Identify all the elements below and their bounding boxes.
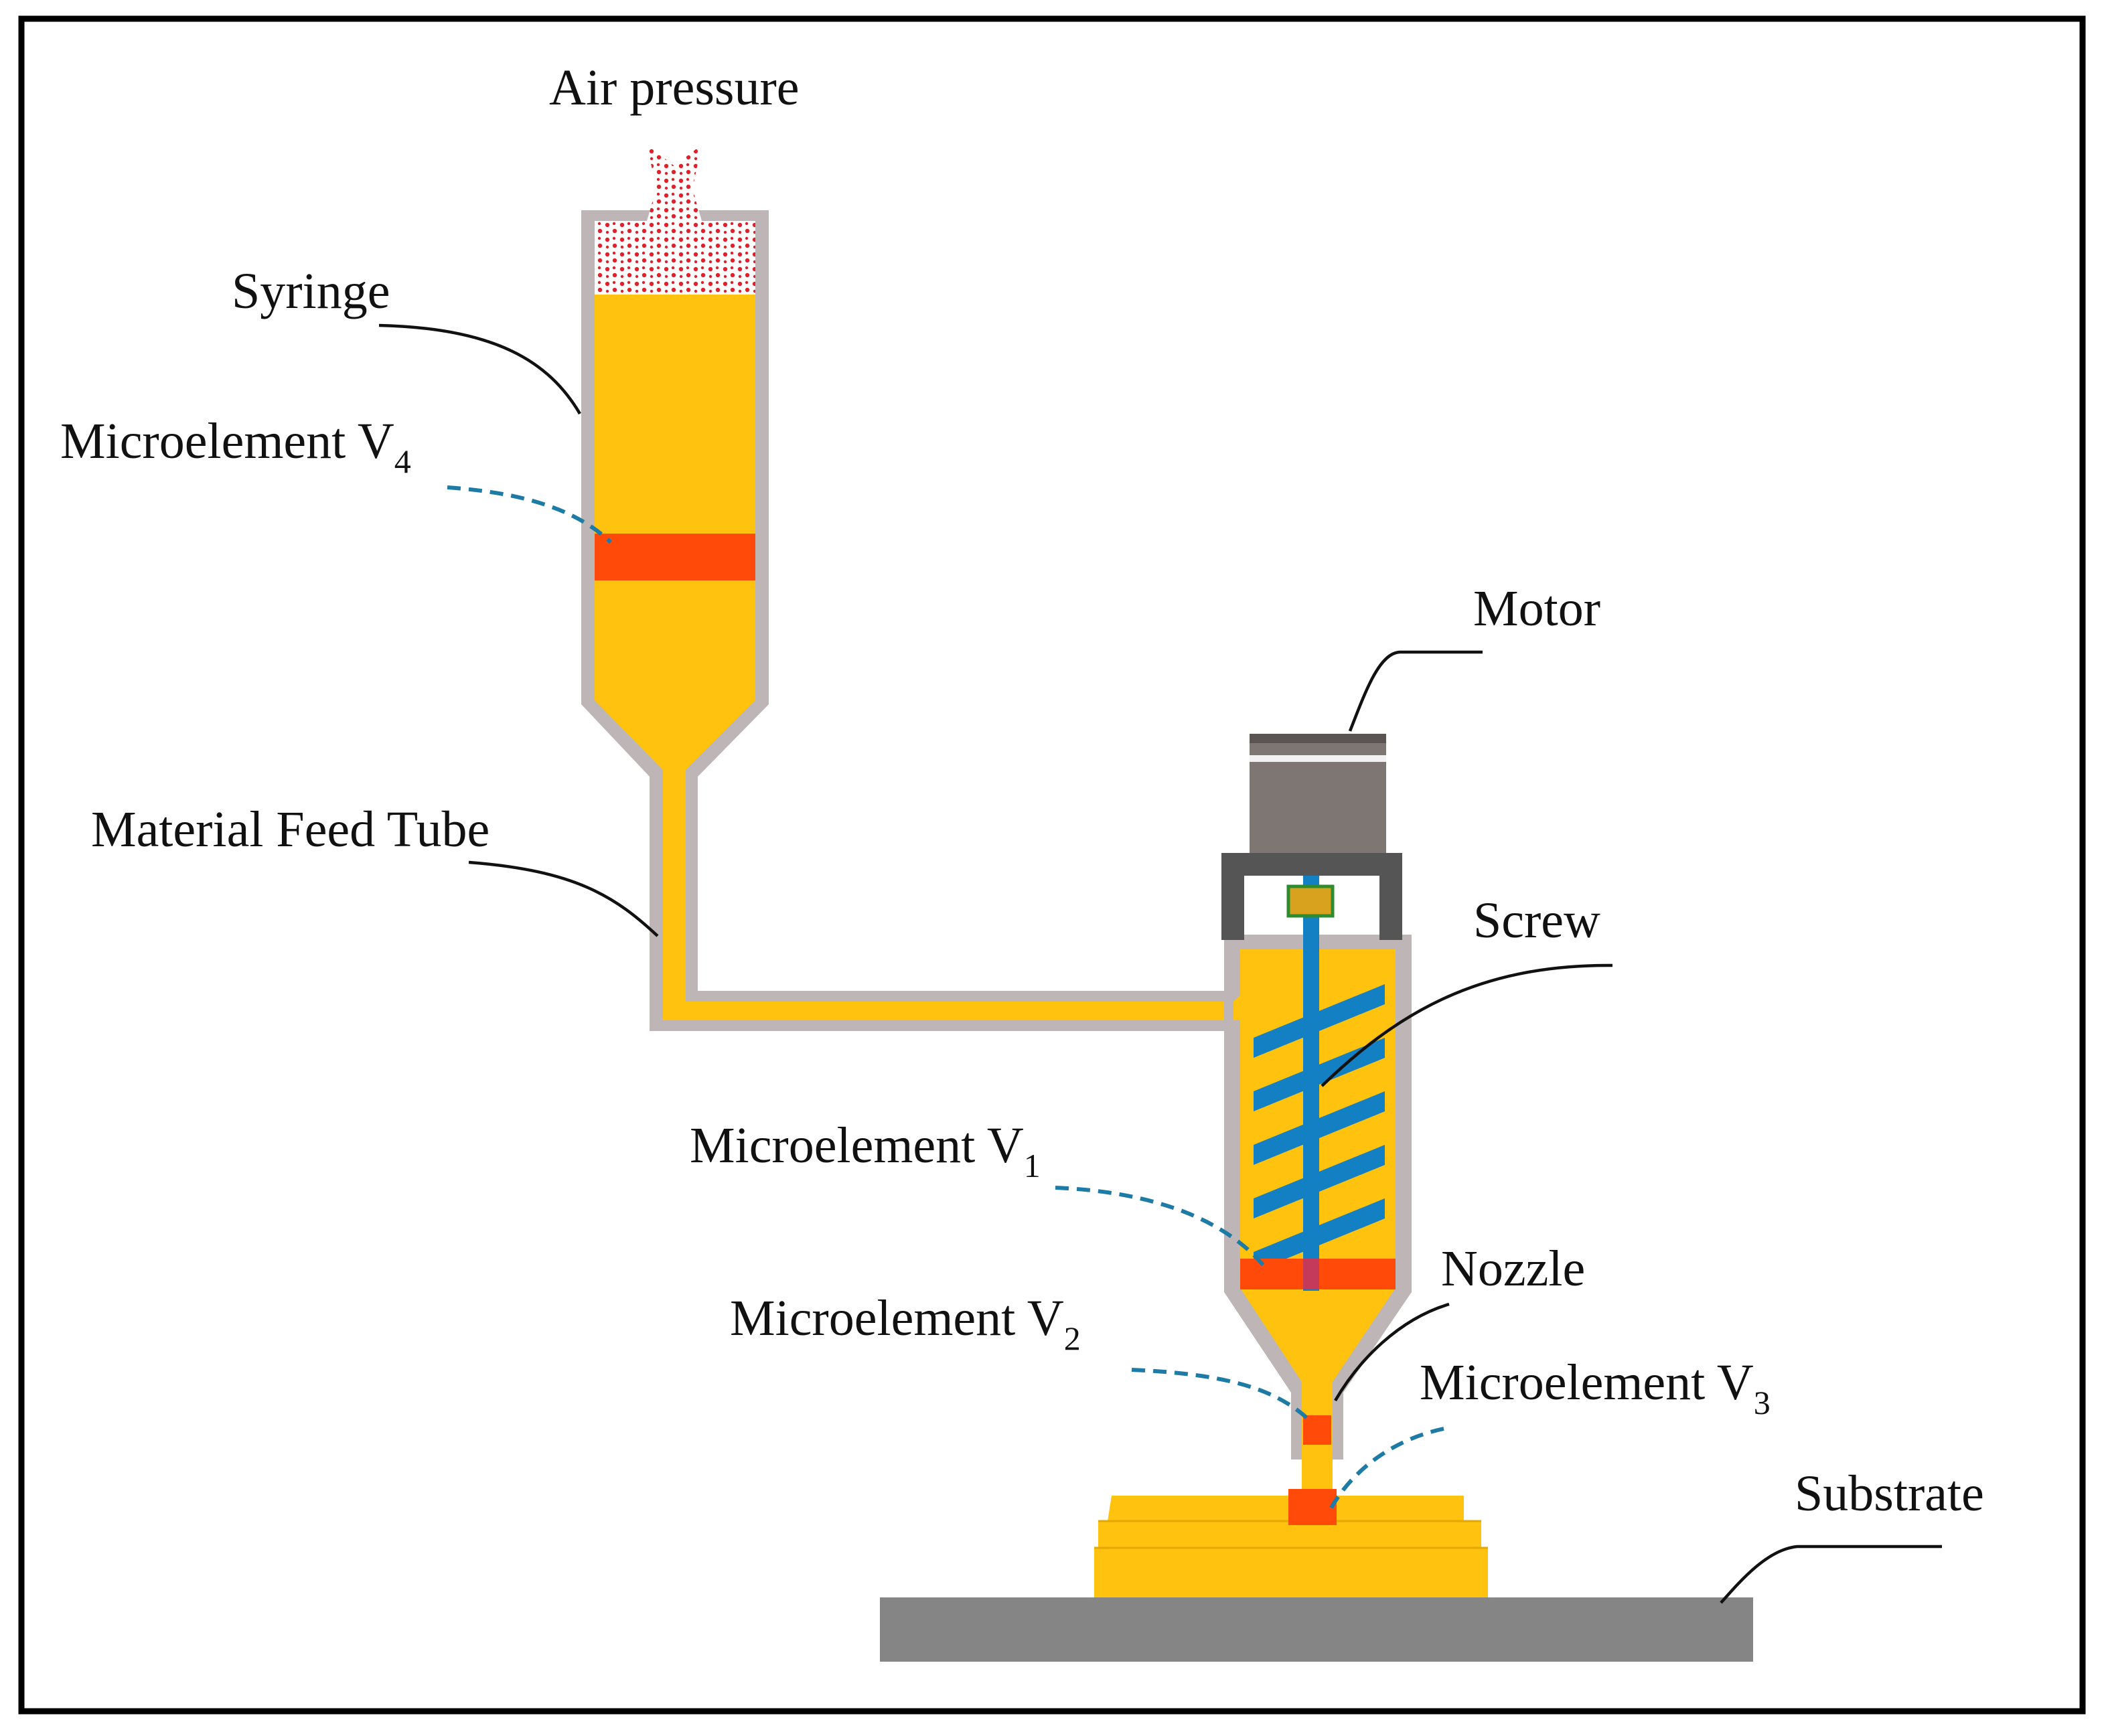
feed-inlet	[1233, 990, 1247, 1020]
screw-shaft	[1303, 858, 1319, 1291]
v3-leader	[1329, 1427, 1444, 1509]
deposit	[880, 1459, 1753, 1662]
microelement-v3-text: Microelement V	[1420, 1354, 1754, 1411]
substrate-label: Substrate	[1795, 1466, 1984, 1522]
feed-tube-leader	[468, 860, 659, 937]
microelement-v2-subscript: 2	[1064, 1320, 1081, 1357]
microelement-v4-subscript: 4	[394, 443, 411, 480]
substrate-leader	[1720, 1545, 1942, 1604]
microelement-v2-text: Microelement V	[730, 1290, 1064, 1346]
frame	[18, 15, 2086, 1715]
screw-leader	[1321, 963, 1613, 1087]
substrate-plate	[880, 1597, 1753, 1662]
microelement-v2-band	[1303, 1415, 1331, 1445]
microelement-v3-block	[1288, 1489, 1337, 1525]
stepper-motor-icon	[1250, 734, 1386, 853]
syringe-leader	[378, 323, 581, 415]
motor-leader	[1348, 650, 1483, 732]
syringe-label: Syringe	[232, 263, 390, 319]
air-inlet-icon	[647, 145, 702, 221]
microelement-v1-subscript: 1	[1024, 1147, 1041, 1184]
microelement-v2-label: Microelement V2	[730, 1290, 1081, 1357]
screw-label: Screw	[1473, 892, 1600, 949]
microelement-v3-label: Microelement V3	[1420, 1354, 1771, 1421]
coupling	[1286, 884, 1335, 918]
leader-lines	[378, 323, 1942, 1604]
microelement-v4-label: Microelement V4	[60, 413, 411, 480]
v4-leader	[447, 485, 613, 544]
microelement-v4-band	[595, 534, 755, 580]
print-head	[1221, 734, 1412, 1459]
microelement-v1-label: Microelement V1	[690, 1117, 1041, 1184]
air-pressure-region	[595, 221, 755, 295]
screw-shaft-tip	[1303, 1259, 1319, 1289]
v2-leader	[1131, 1368, 1310, 1421]
material-feed-tube-label: Material Feed Tube	[91, 801, 490, 858]
microelement-v4-text: Microelement V	[60, 413, 394, 469]
nozzle-leader	[1334, 1302, 1450, 1402]
microelement-v3-subscript: 3	[1754, 1384, 1771, 1421]
dashed-leaders	[447, 485, 1444, 1509]
air-pressure-label: Air pressure	[549, 60, 800, 116]
nozzle-label: Nozzle	[1441, 1241, 1585, 1297]
syringe	[581, 145, 1233, 1031]
syringe-material	[595, 295, 1233, 1020]
v1-leader	[1055, 1186, 1268, 1269]
motor-bracket	[1221, 853, 1402, 940]
motor-label: Motor	[1473, 580, 1600, 637]
microelement-v1-text: Microelement V	[690, 1117, 1024, 1174]
